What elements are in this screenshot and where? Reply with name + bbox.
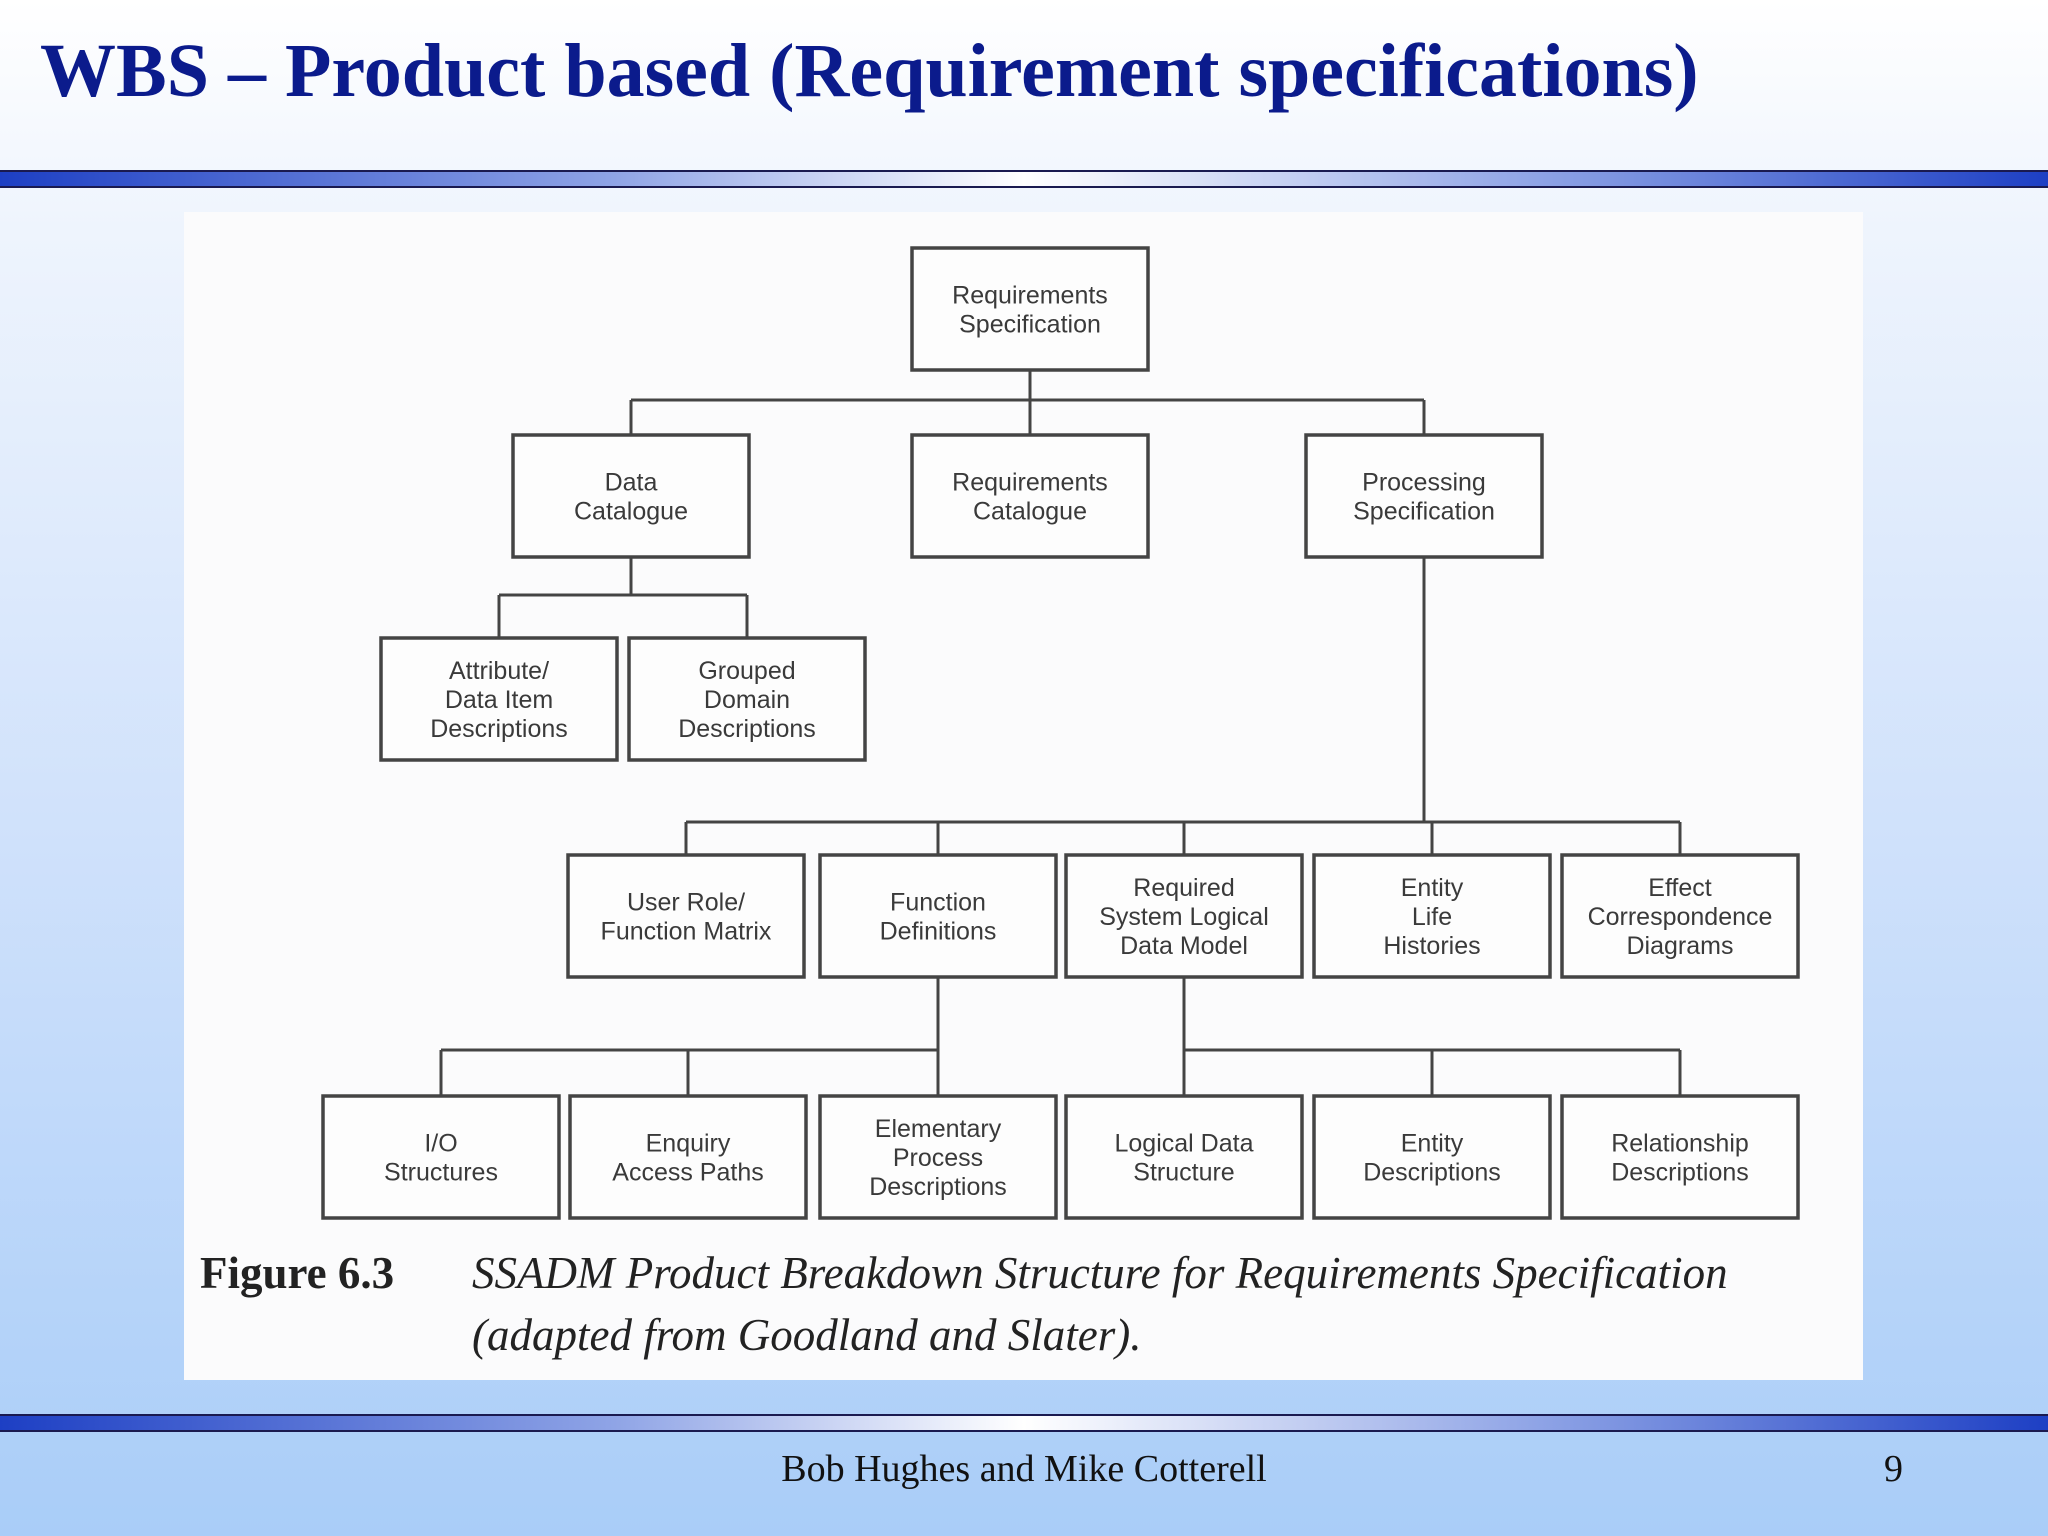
node-label-line: Entity [1401,874,1464,902]
node-label-line: Structures [384,1159,498,1187]
node-box [910,433,1150,559]
page-number: 9 [1884,1448,1903,1490]
node-label-line: Histories [1383,932,1480,960]
node-label-line: Specification [959,311,1101,339]
node-label-line: Effect [1648,874,1712,902]
node-box [1064,853,1304,979]
header-divider-bar [0,170,2048,188]
node-label-line: Function [890,889,986,917]
node-label-line: Life [1412,903,1452,931]
node-box [379,636,619,762]
node-label-line: Descriptions [430,715,568,743]
wbs-diagram: RequirementsSpecificationDataCatalogueRe… [321,246,1800,1220]
node-label-line: Access Paths [612,1159,763,1187]
node-label-line: Grouped [698,657,795,685]
node-box [1560,853,1800,979]
node-label-line: Descriptions [678,715,816,743]
node-label-line: User Role/ [627,889,745,917]
node-label-line: Definitions [880,918,997,946]
node-label-line: Data Item [445,686,553,714]
node-label-line: Required [1133,874,1234,902]
node-box [627,636,867,762]
node-label-line: Catalogue [973,498,1087,526]
node-label-line: Enquiry [646,1130,731,1158]
node-box [818,853,1058,979]
node-label-line: I/O [424,1130,457,1158]
node-urfm: User Role/Function Matrix [566,853,806,979]
node-label-line: Processing [1362,469,1486,497]
node-box [910,246,1150,372]
node-label-line: Requirements [952,282,1108,310]
node-label-line: Entity [1401,1130,1464,1158]
node-label-line: Domain [704,686,790,714]
node-label-line: Descriptions [869,1173,1007,1201]
node-box [818,1094,1058,1220]
node-label-line: System Logical [1099,903,1269,931]
node-label-line: Catalogue [574,498,688,526]
node-box [511,433,751,559]
node-label-line: Logical Data [1115,1130,1254,1158]
node-label-line: Structure [1133,1159,1234,1187]
node-box [1304,433,1544,559]
node-box [1560,1094,1800,1220]
node-label-line: Function Matrix [601,918,772,946]
node-label-line: Descriptions [1611,1159,1749,1187]
node-label-line: Specification [1353,498,1495,526]
node-label-line: Process [893,1144,983,1172]
node-label-line: Attribute/ [449,657,549,685]
figure-caption-label: Figure 6.3 [200,1248,395,1298]
node-label-line: Descriptions [1363,1159,1501,1187]
node-box [568,1094,808,1220]
footer-author: Bob Hughes and Mike Cotterell [781,1448,1267,1490]
node-label-line: Data [605,469,658,497]
node-box [566,853,806,979]
node-label-line: Elementary [875,1115,1002,1143]
figure-caption-text: SSADM Product Breakdown Structure for Re… [472,1248,1728,1360]
node-label-line: Diagrams [1627,932,1734,960]
node-label-line: Requirements [952,469,1108,497]
node-box [1312,1094,1552,1220]
node-label-line: Correspondence [1588,903,1773,931]
node-box [1064,1094,1304,1220]
footer-divider-bar [0,1414,2048,1432]
node-label-line: Relationship [1611,1130,1749,1158]
slide-title: WBS – Product based (Requirement specifi… [40,29,1699,113]
node-box [321,1094,561,1220]
node-box [1312,853,1552,979]
node-label-line: Data Model [1120,932,1248,960]
